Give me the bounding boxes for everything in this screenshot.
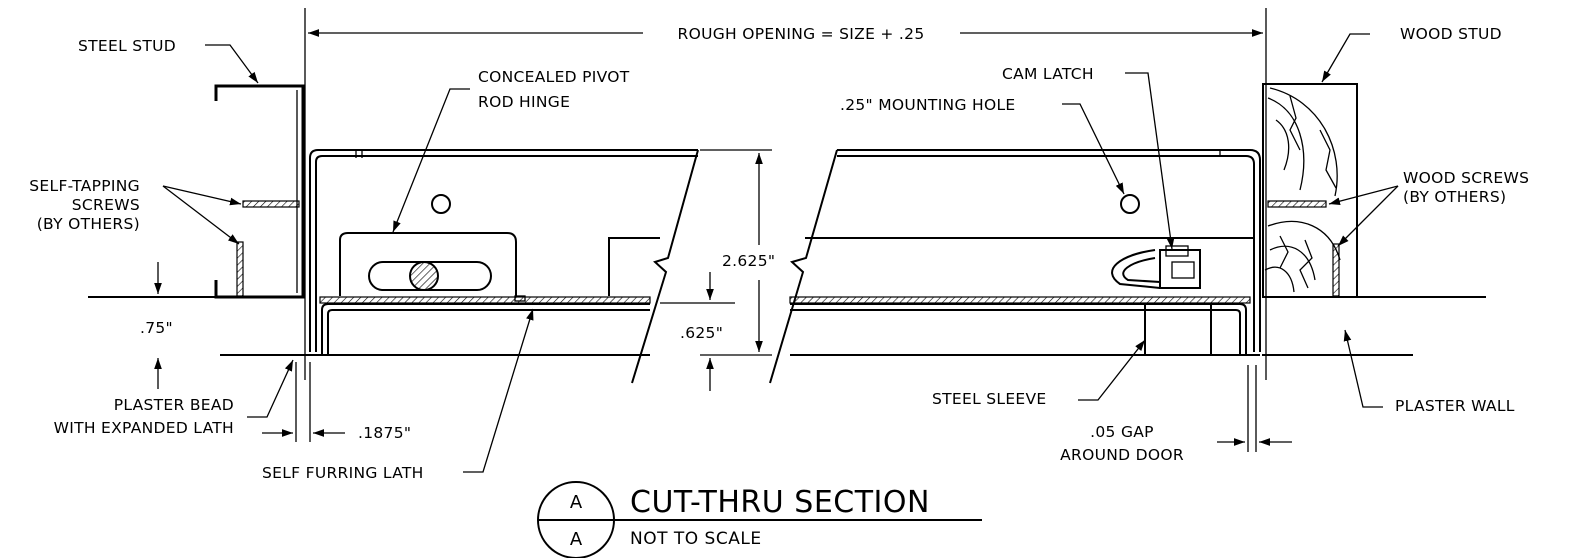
dim-625-label: .625"	[680, 324, 723, 342]
section-id-top: A	[570, 492, 583, 513]
section-title-block: A A CUT-THRU SECTION NOT TO SCALE	[537, 481, 982, 558]
concealed-hinge-label-2: ROD HINGE	[478, 93, 570, 111]
steel-sleeve-label: STEEL SLEEVE	[932, 390, 1047, 408]
leader-lines	[162, 33, 1399, 473]
mounting-hole-label: .25" MOUNTING HOLE	[840, 96, 1015, 114]
dim-75-label: .75"	[140, 319, 173, 337]
door-frame-right	[837, 149, 1261, 352]
plaster-wall-label: PLASTER WALL	[1395, 397, 1515, 415]
self-tapping-label-1: SELF-TAPPING	[29, 177, 140, 195]
plaster-bead-label-2: WITH EXPANDED LATH	[54, 419, 234, 437]
steel-stud	[214, 84, 305, 299]
section-title: CUT-THRU SECTION	[630, 485, 930, 520]
break-lines	[631, 149, 838, 384]
door-panel-right	[789, 194, 1260, 356]
dim-2625-label: 2.625"	[722, 252, 775, 270]
concealed-hinge-label-1: CONCEALED PIVOT	[478, 68, 630, 86]
self-furring-label: SELF FURRING LATH	[262, 464, 424, 482]
wood-stud	[1262, 83, 1358, 298]
section-id-bottom: A	[570, 529, 583, 550]
dim-1875-label: .1875"	[358, 424, 411, 442]
door-panel-left	[316, 194, 660, 356]
wood-stud-label: WOOD STUD	[1400, 25, 1502, 43]
steel-stud-label: STEEL STUD	[78, 37, 176, 55]
gap-label-1: .05 GAP	[1090, 423, 1154, 441]
labels: ROUGH OPENING = SIZE + .25 STEEL STUD WO…	[29, 25, 1529, 482]
rough-opening-label: ROUGH OPENING = SIZE + .25	[678, 25, 925, 43]
wood-screws-label-2: (BY OTHERS)	[1403, 188, 1506, 206]
cam-latch-label: CAM LATCH	[1002, 65, 1094, 83]
self-tapping-label-2: SCREWS	[72, 196, 140, 214]
wood-screws-label-1: WOOD SCREWS	[1403, 169, 1529, 187]
plaster-bead-label-1: PLASTER BEAD	[114, 396, 234, 414]
section-subtitle: NOT TO SCALE	[630, 529, 762, 549]
door-frame-left	[305, 149, 698, 356]
dimension-lines	[154, 29, 1292, 452]
gap-label-2: AROUND DOOR	[1060, 446, 1184, 464]
self-tapping-label-3: (BY OTHERS)	[37, 215, 140, 233]
